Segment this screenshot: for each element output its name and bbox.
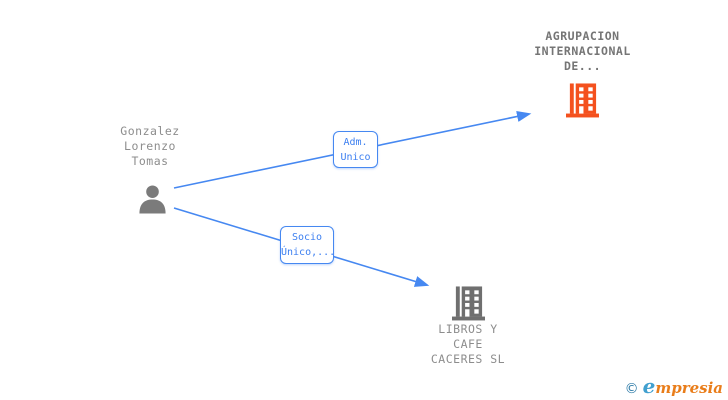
edge-label-line: Unico: [340, 151, 371, 163]
company-bottom-name-line: LIBROS Y: [438, 322, 498, 336]
company-bottom-name-line: CAFE: [453, 337, 483, 351]
person-icon[interactable]: [137, 184, 168, 214]
person-name-line: Lorenzo: [124, 139, 176, 153]
brand-initial: e: [642, 374, 656, 398]
person-name-line: Tomas: [131, 154, 169, 168]
copyright-icon: ©: [624, 381, 639, 397]
company-top-node-label[interactable]: AGRUPACION INTERNACIONAL DE...: [505, 29, 660, 74]
person-node-label[interactable]: Gonzalez Lorenzo Tomas: [105, 124, 195, 169]
edge-label-line: Adm.: [343, 136, 368, 148]
edge-label-line: Socio: [291, 232, 323, 243]
company-top-name-line: AGRUPACION: [545, 29, 620, 43]
company-top-name-line: INTERNACIONAL: [534, 44, 631, 58]
building-icon-orange[interactable]: [566, 80, 599, 118]
company-bottom-node-label[interactable]: LIBROS Y CAFE CACERES SL: [403, 322, 533, 367]
person-name-line: Gonzalez: [120, 124, 180, 138]
edge-label-line: Único,...: [281, 247, 336, 258]
brand-name: mpresia: [655, 379, 723, 397]
company-bottom-name-line: CACERES SL: [430, 352, 506, 366]
building-icon-gray[interactable]: [452, 283, 485, 321]
edge-label-socio-unico[interactable]: Socio Único,...: [280, 226, 336, 264]
company-top-name-line: DE...: [563, 59, 602, 73]
edge-label-adm-unico[interactable]: Adm. Unico: [333, 131, 378, 168]
empresia-logo[interactable]: © e mpresia: [624, 374, 723, 398]
